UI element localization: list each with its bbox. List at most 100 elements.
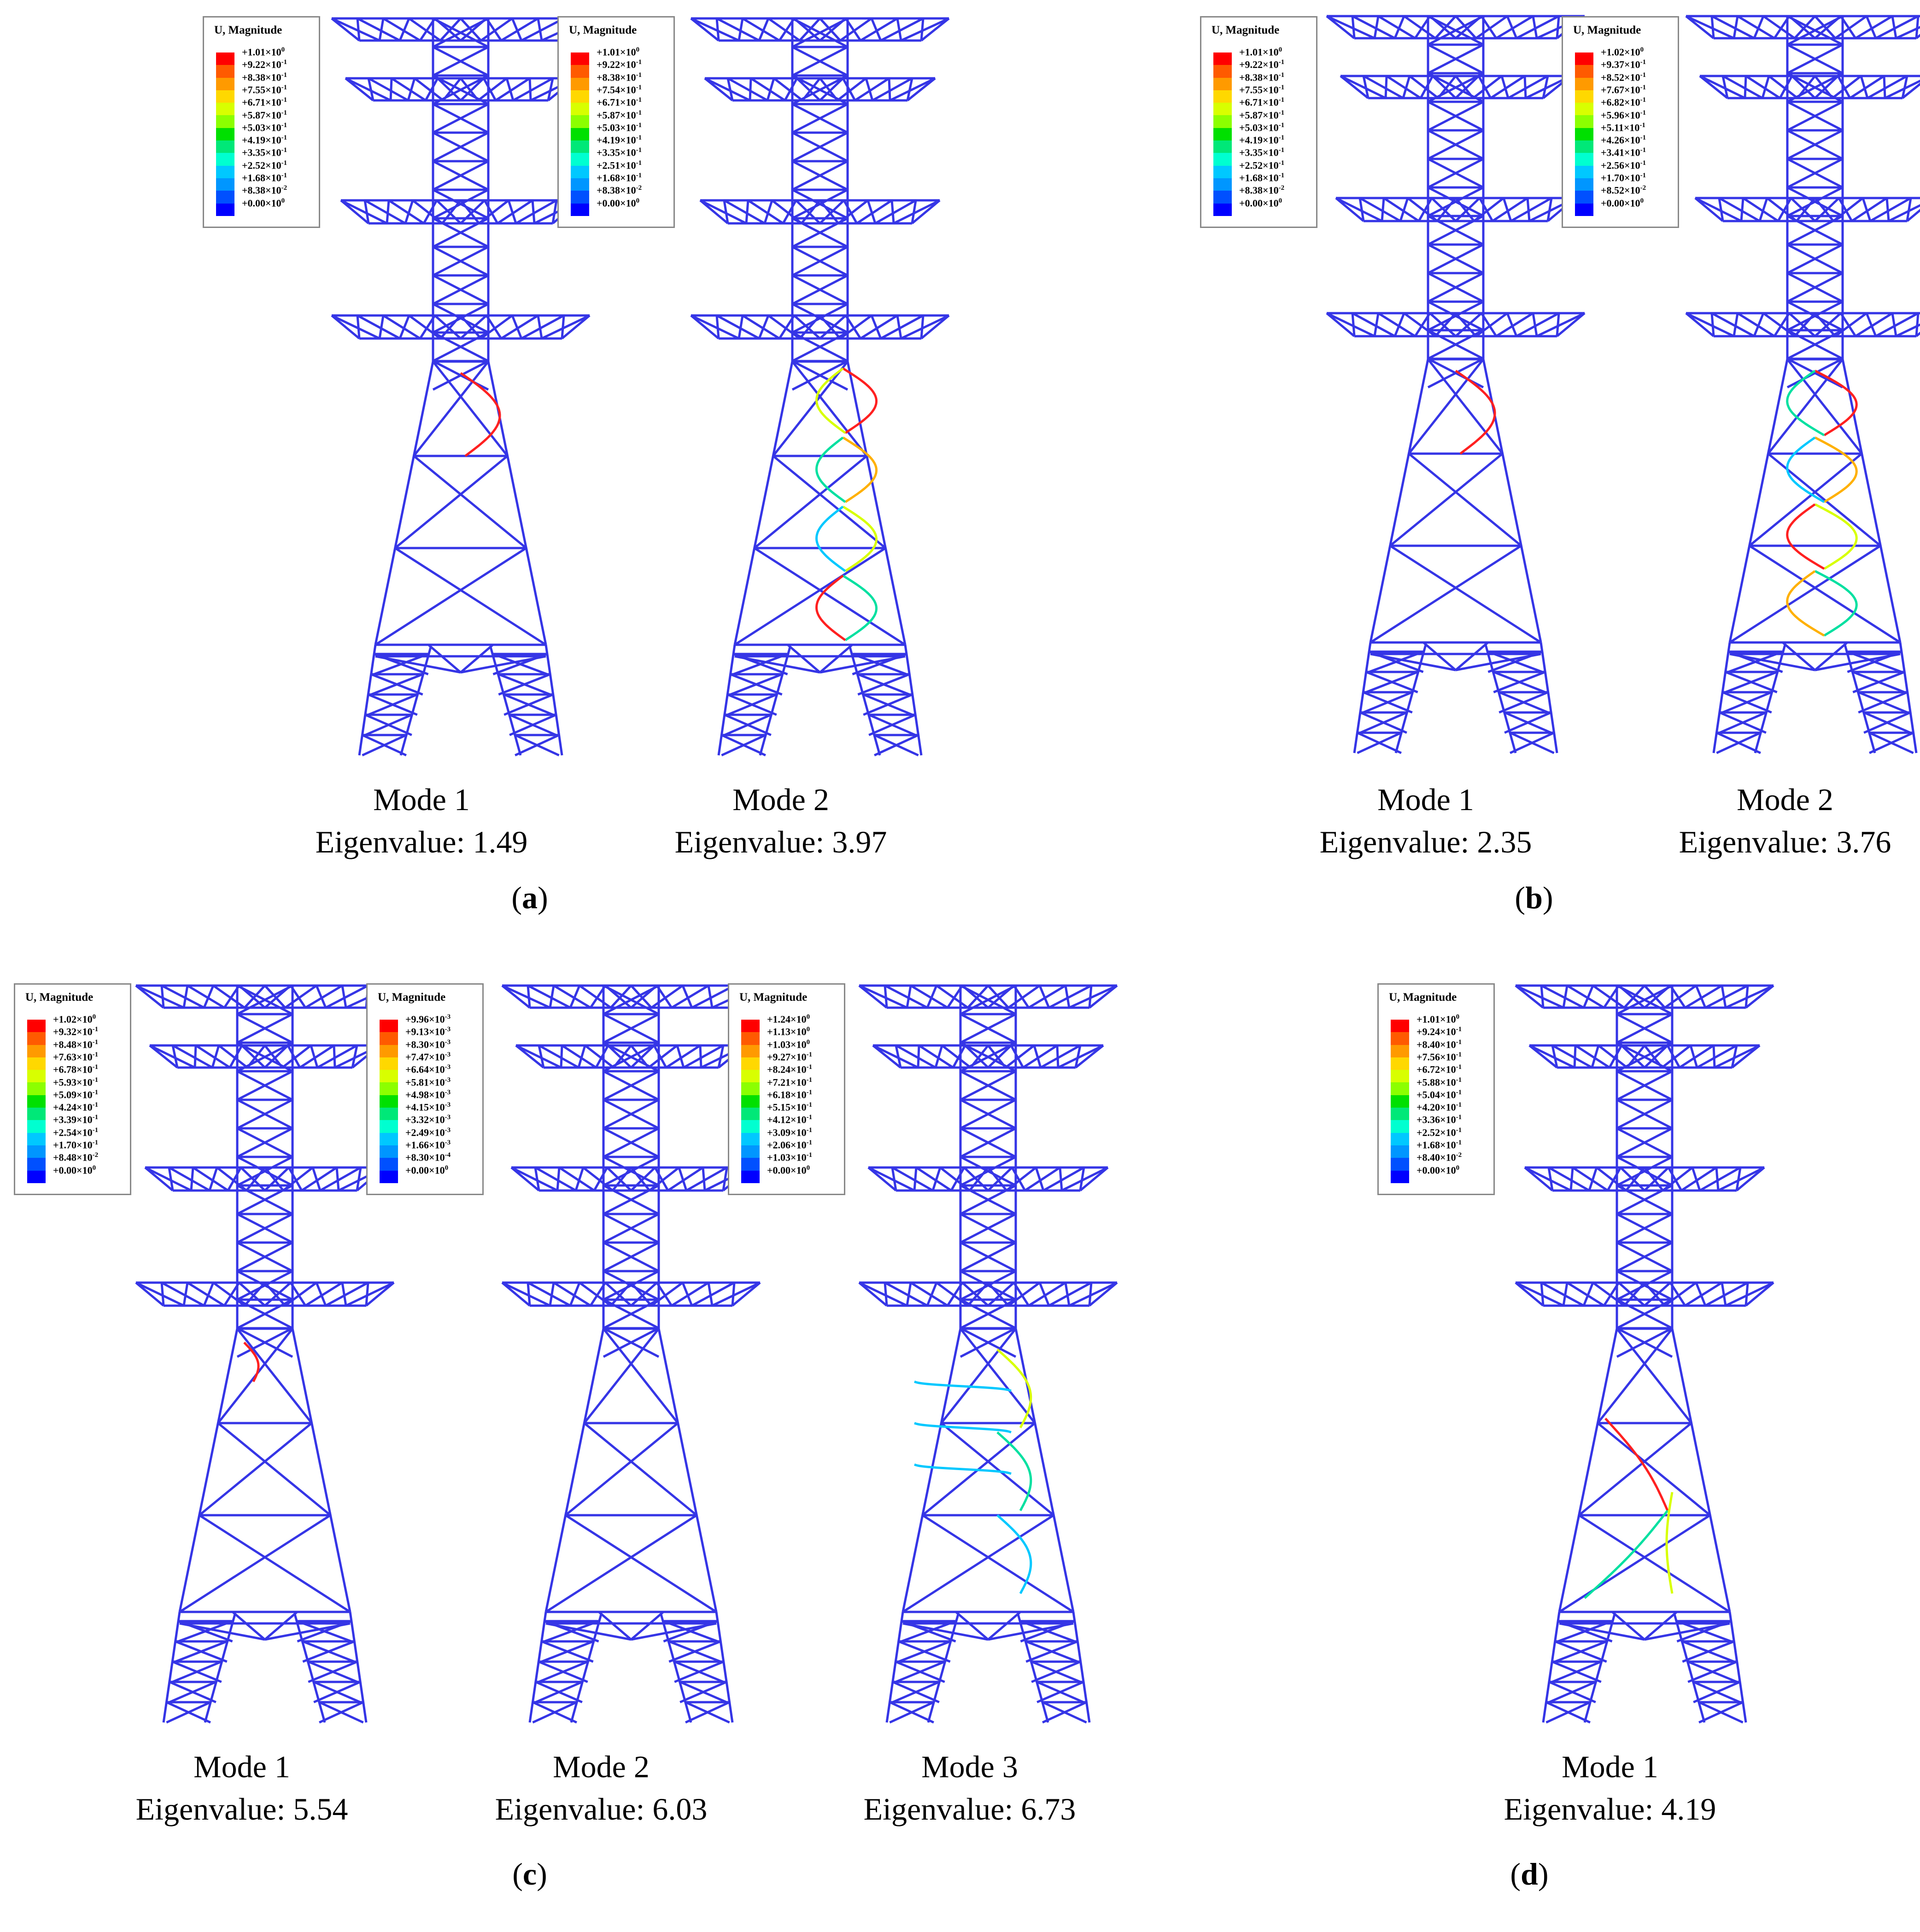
tower-member bbox=[603, 1328, 679, 1424]
tower-member bbox=[521, 314, 565, 340]
tower-member bbox=[1427, 158, 1484, 189]
legend-swatch bbox=[1391, 1120, 1409, 1133]
tower-member bbox=[495, 77, 531, 102]
tower-member bbox=[960, 984, 1017, 1016]
tower-member bbox=[690, 315, 720, 339]
legend-value: +7.47×10-3 bbox=[405, 1051, 451, 1063]
tower-member bbox=[1507, 75, 1549, 99]
tower-member bbox=[368, 77, 409, 102]
legend-value: +5.87×10-1 bbox=[597, 109, 642, 121]
tower-member bbox=[172, 1660, 222, 1683]
tower-member bbox=[1326, 312, 1376, 338]
tower-member bbox=[1569, 1167, 1574, 1191]
legend-swatch bbox=[216, 90, 234, 103]
tower-member bbox=[963, 1167, 989, 1191]
tower-member bbox=[1906, 198, 1912, 222]
buckled-member bbox=[842, 367, 878, 434]
tower-member bbox=[920, 315, 925, 339]
tower-member bbox=[515, 1045, 544, 1068]
tower-member bbox=[1059, 1167, 1063, 1191]
tower-member bbox=[500, 17, 539, 42]
tower-member bbox=[527, 1282, 531, 1306]
tower-member bbox=[724, 713, 772, 736]
tower-member bbox=[527, 1281, 571, 1307]
tower-member bbox=[1721, 1282, 1727, 1306]
legend-swatch bbox=[741, 1045, 760, 1057]
legend-swatch bbox=[741, 1145, 760, 1158]
tower-member bbox=[1427, 100, 1484, 132]
tower-member bbox=[236, 1241, 293, 1272]
legend-value: +5.09×10-1 bbox=[53, 1088, 99, 1101]
tower-member bbox=[1863, 711, 1911, 734]
tower-member bbox=[1532, 313, 1538, 337]
tower-member bbox=[535, 1681, 583, 1704]
tower-member bbox=[364, 713, 412, 736]
legend-value: +8.48×10-1 bbox=[53, 1038, 99, 1050]
legend-value: +8.40×10-2 bbox=[1417, 1151, 1462, 1163]
tower-member bbox=[408, 17, 441, 42]
tower-member bbox=[1618, 1282, 1645, 1307]
tower-member bbox=[560, 1045, 563, 1068]
tower-member bbox=[356, 315, 361, 339]
legend-swatch bbox=[1391, 1070, 1409, 1083]
tower-member bbox=[432, 74, 489, 105]
tower-member bbox=[716, 17, 760, 42]
legend-swatch bbox=[1575, 203, 1593, 216]
tower-member bbox=[1591, 1045, 1600, 1068]
tower-member bbox=[1733, 16, 1739, 39]
transmission-tower-mode-shape bbox=[858, 984, 1118, 1724]
legend-value: +6.18×10-1 bbox=[767, 1088, 813, 1101]
tower-member bbox=[791, 131, 849, 163]
legend-value: +3.32×10-3 bbox=[405, 1114, 451, 1126]
tower-member bbox=[758, 18, 770, 41]
legend-value: +5.03×10-1 bbox=[597, 121, 642, 134]
tower-member bbox=[1526, 198, 1531, 222]
tower-member bbox=[891, 1166, 934, 1192]
tower-member bbox=[509, 713, 557, 736]
eigenvalue-label: Eigenvalue: 3.97 bbox=[674, 824, 887, 859]
tower-member bbox=[1728, 359, 1789, 643]
tower-member bbox=[1357, 731, 1402, 754]
tower-member bbox=[593, 1167, 609, 1191]
tower-member bbox=[1891, 16, 1897, 39]
tower-member bbox=[497, 199, 533, 225]
tower-member bbox=[364, 199, 406, 225]
tower-member bbox=[1057, 1044, 1104, 1069]
tower-member bbox=[238, 1282, 266, 1307]
legend-swatch bbox=[380, 1020, 398, 1033]
tower-member bbox=[603, 1098, 660, 1130]
transmission-tower-mode-shape bbox=[690, 17, 950, 757]
tower-member bbox=[950, 1167, 966, 1191]
tower-member bbox=[1735, 1167, 1742, 1191]
legend-value: +4.24×10-1 bbox=[53, 1101, 99, 1113]
tower-member bbox=[556, 1167, 561, 1191]
legend-value: +5.96×10-1 bbox=[1601, 109, 1646, 121]
tower-member bbox=[1540, 985, 1545, 1008]
tower-member bbox=[1714, 1044, 1761, 1069]
tower-member bbox=[960, 1184, 1017, 1215]
tower-member bbox=[1031, 1660, 1081, 1683]
legend-value: +0.00×100 bbox=[242, 197, 285, 209]
tower-member bbox=[1551, 1045, 1558, 1068]
legend-title: U, Magnitude bbox=[1389, 991, 1457, 1004]
tower-member bbox=[1079, 1167, 1109, 1191]
legend-value: +8.38×10-2 bbox=[1239, 184, 1285, 196]
tower-member bbox=[1695, 1282, 1707, 1306]
tower-member bbox=[1885, 198, 1890, 222]
legend-value: +1.03×100 bbox=[767, 1038, 810, 1050]
tower-member bbox=[1436, 197, 1457, 222]
legend-swatch bbox=[1575, 140, 1593, 153]
tower-member bbox=[657, 1328, 718, 1612]
tower-member bbox=[553, 984, 591, 1009]
tower-member bbox=[503, 693, 554, 716]
tower-member bbox=[135, 1281, 185, 1307]
tower-member bbox=[325, 984, 369, 1009]
legend-value: +6.82×10-1 bbox=[1601, 96, 1646, 108]
tower-member bbox=[378, 315, 385, 339]
legend-value: +1.66×10-3 bbox=[405, 1139, 451, 1151]
tower-member bbox=[310, 1045, 319, 1068]
tower-member bbox=[149, 1044, 196, 1069]
tower-member bbox=[1875, 15, 1919, 40]
tower-member bbox=[1731, 1045, 1738, 1068]
tower-member bbox=[135, 984, 185, 1009]
